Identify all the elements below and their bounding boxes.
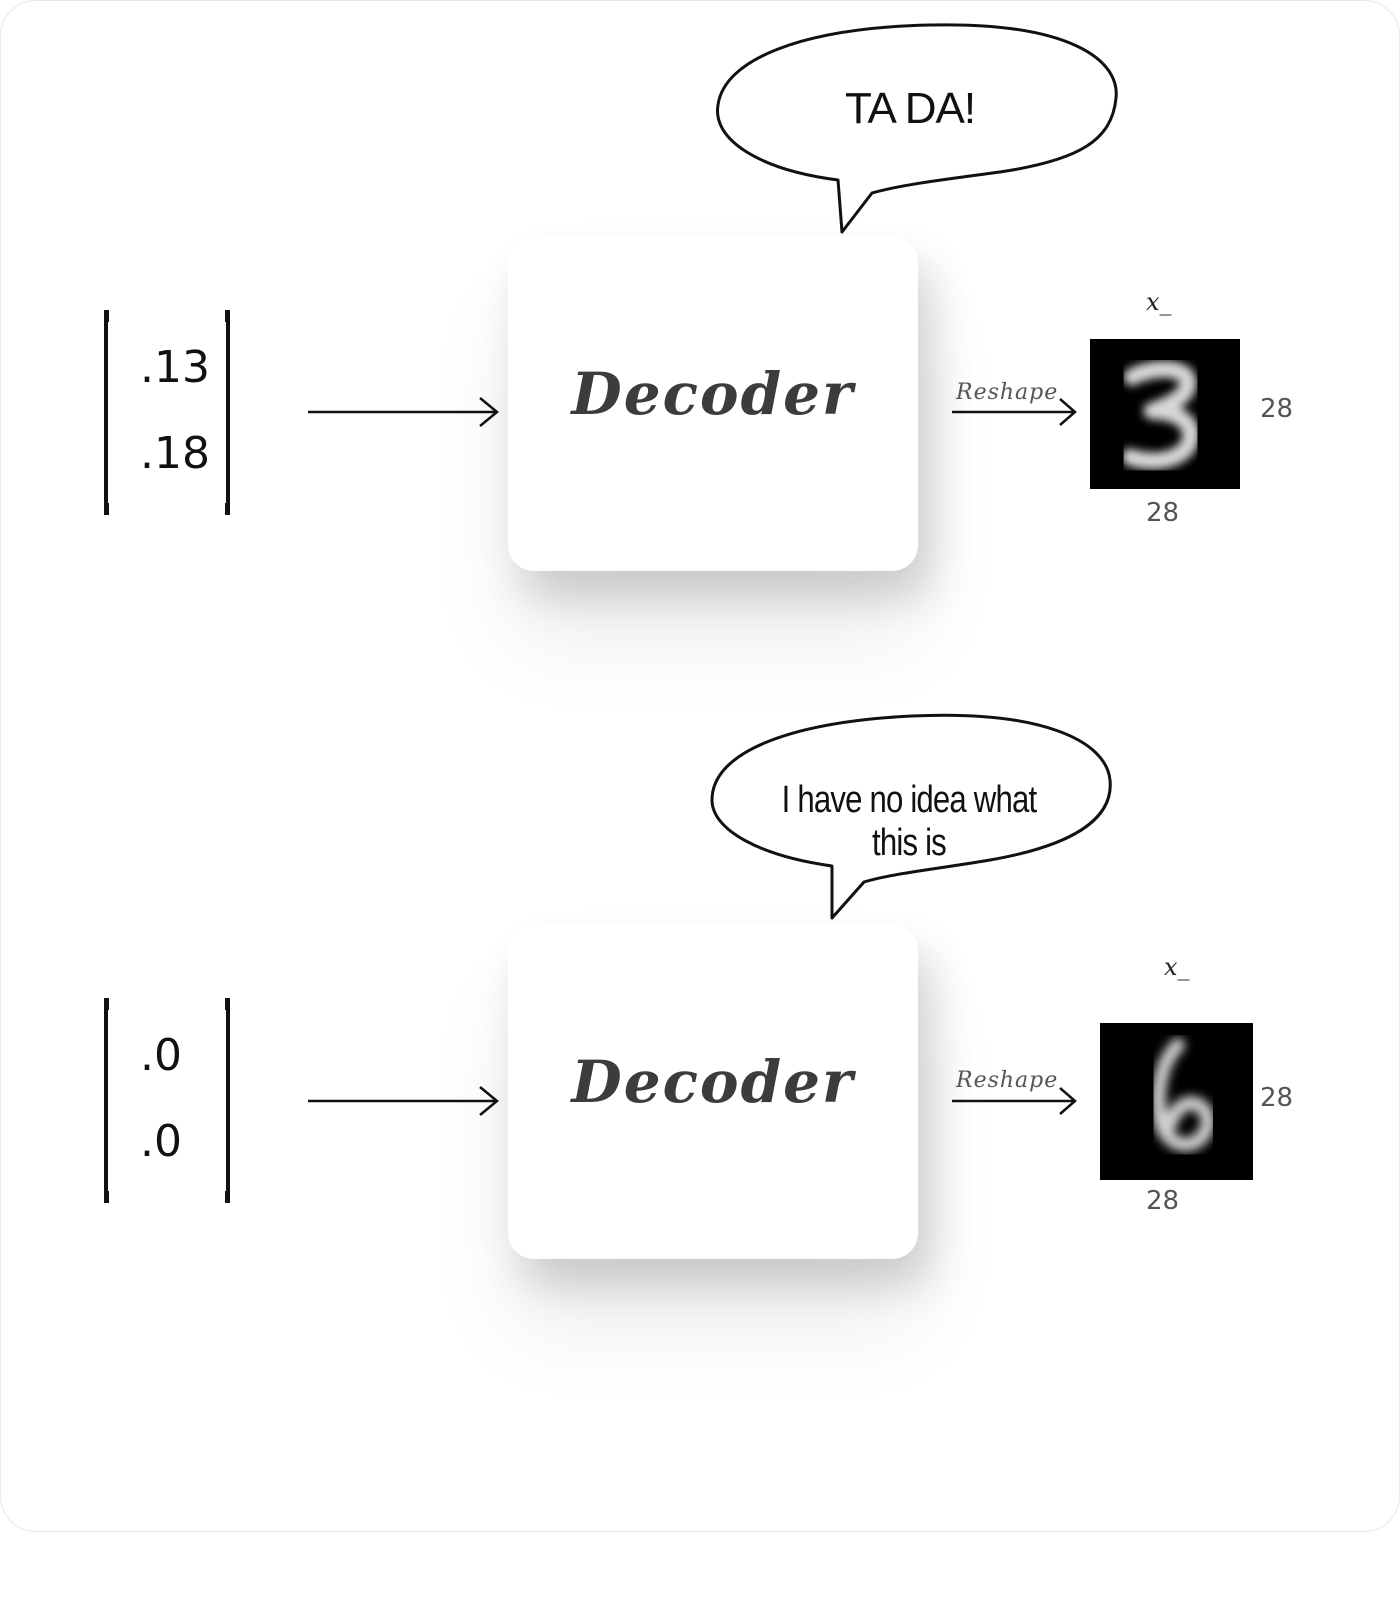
top-output-height-label: 28 xyxy=(1260,394,1294,424)
bottom-speech-text: I have no idea what this is xyxy=(781,779,1037,864)
bottom-decoder-label: Decoder xyxy=(571,1048,855,1116)
top-speech-text: TA DA! xyxy=(844,84,976,133)
bottom-output-image xyxy=(1100,1023,1253,1180)
top-output-width-label: 28 xyxy=(1146,498,1180,528)
top-decoder-box: Decoder xyxy=(508,236,918,571)
top-reshape-label: Reshape xyxy=(956,380,1059,405)
bottom-output-width-label: 28 xyxy=(1146,1186,1180,1216)
bottom-vector-left-bracket xyxy=(104,998,124,1203)
bottom-vector-right-bracket xyxy=(210,998,230,1203)
bottom-reshape-label: Reshape xyxy=(956,1068,1059,1093)
top-vector-left-bracket xyxy=(104,310,124,515)
bottom-output-height-label: 28 xyxy=(1260,1083,1294,1113)
bottom-output-label: x_ xyxy=(1164,953,1190,981)
bottom-vector-value-2: .0 xyxy=(140,1116,182,1167)
top-output-image xyxy=(1090,339,1240,489)
top-vector-value-2: .18 xyxy=(140,428,210,479)
bottom-digit-six xyxy=(1151,1038,1215,1152)
top-vector-value-1: .13 xyxy=(140,342,210,393)
top-output-label: x_ xyxy=(1146,288,1172,316)
bottom-decoder-box: Decoder xyxy=(508,924,918,1259)
top-decoder-label: Decoder xyxy=(571,360,855,428)
top-vector-right-bracket xyxy=(210,310,230,515)
top-digit-three xyxy=(1121,360,1200,470)
bottom-vector-value-1: .0 xyxy=(140,1030,182,1081)
